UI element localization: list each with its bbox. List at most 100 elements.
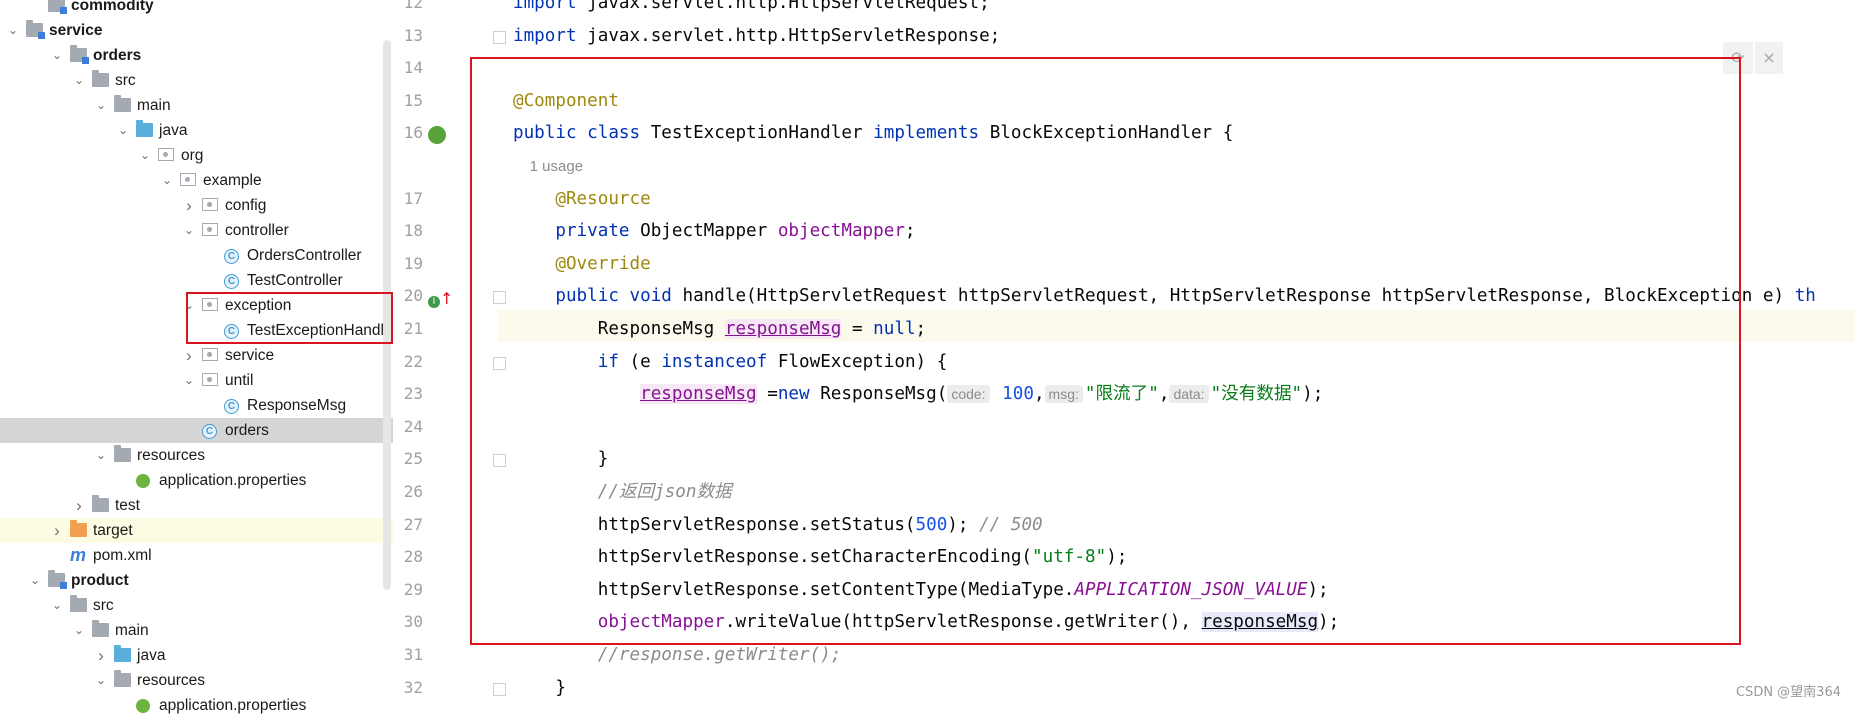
code-line[interactable]: objectMapper.writeValue(httpServletRespo… [513, 606, 1339, 638]
tree-item[interactable]: application.properties [0, 693, 393, 718]
chevron-right-icon[interactable]: › [76, 496, 82, 515]
chevron-down-icon[interactable]: ⌄ [139, 148, 151, 162]
tree-item[interactable]: ⌄until [0, 368, 393, 393]
tree-item[interactable]: ⌄service [0, 18, 393, 43]
code-token: javax.servlet.http.HttpServletRequest; [587, 0, 990, 13]
tree-item[interactable]: › test [0, 493, 393, 518]
chevron-right-icon[interactable]: › [186, 196, 192, 215]
tree-item-label: config [225, 197, 267, 214]
folder-icon [92, 70, 109, 87]
chevron-down-icon[interactable]: ⌄ [183, 223, 195, 237]
tree-item-label: test [115, 497, 140, 514]
tree-item[interactable]: ⌄main [0, 93, 393, 118]
code-token: handle(HttpServletRequest httpServletReq… [682, 286, 1795, 307]
tree-item-label: application.properties [159, 472, 307, 489]
chevron-down-icon[interactable]: ⌄ [73, 73, 85, 87]
tree-item[interactable]: ›java [0, 643, 393, 668]
code-line[interactable]: responseMsg =new ResponseMsg(code: 100,m… [513, 378, 1323, 410]
code-token: javax.servlet.http.HttpServletResponse; [587, 25, 1001, 46]
tree-item-label: src [93, 597, 114, 614]
code-token: import [513, 25, 588, 46]
code-line[interactable]: httpServletResponse.setCharacterEncoding… [513, 541, 1128, 573]
tree-item[interactable]: ⌄resources [0, 443, 393, 468]
code-line[interactable]: @Override [513, 248, 650, 280]
chevron-down-icon[interactable]: ⌄ [29, 573, 41, 587]
close-icon[interactable]: × [1755, 42, 1783, 74]
package-icon [158, 148, 174, 161]
chevron-right-icon[interactable]: › [54, 521, 60, 540]
chevron-down-icon[interactable]: ⌄ [7, 23, 19, 37]
code-line[interactable]: public void handle(HttpServletRequest ht… [513, 280, 1816, 312]
tree-item-label: exception [225, 297, 292, 314]
fold-icon[interactable] [493, 682, 506, 696]
chevron-right-icon[interactable]: › [186, 346, 192, 365]
code-line[interactable]: httpServletResponse.setContentType(Media… [513, 574, 1329, 606]
tree-item-label: example [203, 172, 262, 189]
chevron-down-icon[interactable]: ⌄ [95, 448, 107, 462]
code-token: ResponseMsg( [820, 384, 948, 405]
code-line[interactable]: } [513, 443, 609, 475]
code-token: public class [513, 123, 651, 144]
tree-item[interactable]: ⌄controller [0, 218, 393, 243]
chevron-down-icon[interactable]: ⌄ [73, 623, 85, 637]
bean-icon[interactable] [428, 126, 446, 148]
tree-item[interactable]: ›service [0, 343, 393, 368]
chevron-right-icon[interactable]: › [98, 646, 104, 665]
code-line[interactable]: 1 usage [513, 150, 583, 182]
fold-icon[interactable] [493, 454, 506, 468]
code-line[interactable]: httpServletResponse.setStatus(500); // 5… [513, 509, 1043, 541]
tree-item[interactable]: ⌄src [0, 68, 393, 93]
tree-item[interactable]: application.properties [0, 468, 393, 493]
code-line[interactable]: } [513, 672, 566, 704]
code-line[interactable]: if (e instanceof FlowException) { [513, 346, 948, 378]
line-number: 29 [403, 579, 423, 599]
code-line[interactable]: //返回json数据 [513, 476, 732, 508]
chevron-down-icon[interactable]: ⌄ [183, 373, 195, 387]
tree-item[interactable]: ⌄ example [0, 168, 393, 193]
line-number: 28 [403, 547, 423, 567]
code-line[interactable]: import javax.servlet.http.HttpServletRes… [513, 20, 1000, 52]
fold-icon[interactable] [493, 30, 506, 44]
line-number: 13 [403, 25, 423, 45]
tree-item[interactable]: ›target [0, 518, 393, 543]
tree-scrollbar[interactable] [383, 40, 391, 590]
chevron-down-icon[interactable]: ⌄ [95, 673, 107, 687]
code-line[interactable]: @Resource [513, 183, 650, 215]
code-line[interactable]: ResponseMsg responseMsg = null; [513, 313, 926, 345]
chevron-down-icon[interactable]: ⌄ [95, 98, 107, 112]
tree-item[interactable]: ⌄java [0, 118, 393, 143]
tree-item[interactable]: ⌄org [0, 143, 393, 168]
chevron-down-icon[interactable]: ⌄ [161, 173, 173, 187]
fold-icon[interactable] [493, 356, 506, 370]
reload-icon[interactable]: ⟳ [1723, 42, 1753, 74]
tree-item[interactable]: ⌄main [0, 618, 393, 643]
code-token: ); [1307, 579, 1329, 600]
tree-item[interactable]: ⌄ src [0, 593, 393, 618]
code-line[interactable]: public class TestExceptionHandler implem… [513, 117, 1233, 149]
fold-icon[interactable] [493, 291, 506, 305]
chevron-down-icon[interactable]: ⌄ [183, 298, 195, 312]
line-number: 18 [403, 221, 423, 241]
chevron-down-icon[interactable]: ⌄ [117, 123, 129, 137]
tree-item[interactable]: ⌄resources [0, 668, 393, 693]
tree-item[interactable]: ⌄orders [0, 43, 393, 68]
code-line[interactable]: import javax.servlet.http.HttpServletReq… [513, 0, 990, 19]
code-line[interactable]: //response.getWriter(); [513, 639, 842, 671]
code-line[interactable]: private ObjectMapper objectMapper; [513, 215, 915, 247]
project-tree[interactable]: commodity⌄service⌄orders⌄src⌄main⌄java⌄o… [0, 0, 398, 714]
tree-item[interactable]: ⌄product [0, 568, 393, 593]
chevron-down-icon[interactable]: ⌄ [51, 598, 63, 612]
implements-icon[interactable]: I↑ [428, 289, 453, 309]
tree-item[interactable]: commodity [0, 0, 393, 18]
chevron-down-icon[interactable]: ⌄ [51, 48, 63, 62]
code-line[interactable]: @Component [513, 85, 619, 117]
tree-item[interactable]: › config [0, 193, 393, 218]
tree-item[interactable]: ⌄ exception [0, 293, 393, 318]
